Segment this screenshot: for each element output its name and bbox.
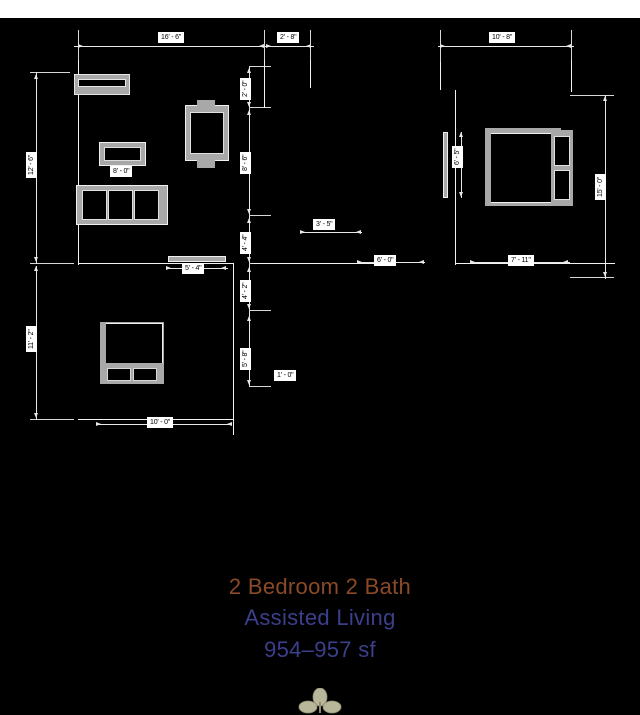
dim-arrow-left-1a [34,74,38,79]
wall-mid-upper-2 [310,60,311,88]
dim-arrow-top-2a [266,44,271,48]
dim-center-v-3: 4' - 4" [240,231,251,254]
dim-arrow-right-a [603,96,607,101]
dim-furniture-table: 8' - 0" [110,166,133,177]
ext-tick-left-1 [30,72,70,73]
ext-tick-top-1 [78,30,79,70]
wall-partition-h-center [252,263,380,264]
ext-tick-left-2 [30,263,74,264]
ext-tick-cv-2 [249,107,271,108]
dim-center-v-1: 2' - 0" [240,77,251,100]
dim-int-h-5: 1' - 0" [274,370,297,381]
ext-tick-right-2 [570,277,614,278]
dim-center-v-4: 4' - 2" [240,279,251,302]
dim-left-upper: 12' - 6" [26,151,37,178]
dim-top-left: 16' - 6" [158,32,185,43]
title-line-3: 954–957 sf [264,637,376,662]
dim-line-center-v [249,66,250,386]
dim-left-lower: 11' - 2" [26,326,37,352]
dim-arrow-door-a [459,132,463,137]
ext-tick-cv-3 [249,215,271,216]
dim-arrow-int-3b [419,260,424,264]
ext-tick-cv-6 [249,386,271,387]
dim-arrow-door-b [459,192,463,197]
leaf-trio-logo [296,687,344,714]
dim-arrow-cv-1b [247,102,251,107]
dim-arrow-left-1b [34,257,38,262]
dim-center-v-2: 8' - 6" [240,151,251,174]
title-line-1: 2 Bedroom 2 Bath [228,574,412,599]
dim-int-h-4: 7' - 11" [508,255,534,266]
dim-int-h-1: 5' - 4" [182,263,205,274]
dim-line-top-1 [74,46,270,47]
dim-arrow-cv-3b [247,257,251,262]
dim-arrow-cv-2a [247,110,251,115]
wall-bedroom-right-left [455,90,456,265]
dim-arrow-cv-3a [247,218,251,223]
dim-int-h-2: 3' - 5" [313,219,336,230]
dim-arrow-int-3a [357,260,362,264]
dim-arrow-bottom-a [96,422,101,426]
dim-arrow-top-1a [78,44,83,48]
dim-arrow-top-3b [566,44,571,48]
dim-top-middle: 2' - 8" [277,32,300,43]
dim-arrow-cv-5b [247,380,251,385]
title-block: 2 Bedroom 2 Bath Assisted Living 954–957… [0,572,640,666]
ext-tick-right-1 [570,95,614,96]
dim-arrow-cv-4b [247,304,251,309]
dim-arrow-cv-5a [247,316,251,321]
dim-line-top-2 [266,46,314,47]
dim-arrow-int-2b [356,230,361,234]
ext-tick-cv-1 [249,66,271,67]
ext-tick-top-2 [264,30,265,72]
wall-partition-h-right [455,263,615,264]
dim-arrow-top-1b [259,44,264,48]
dim-int-h-3: 6' - 0" [374,255,397,266]
wall-partition-h-left [78,263,233,264]
dim-arrow-cv-4a [247,267,251,272]
dim-arrow-top-3a [440,44,445,48]
wall-mid-upper [264,60,265,108]
top-white-band [0,0,640,18]
dim-arrow-left-2b [34,413,38,418]
ext-tick-left-3 [30,419,74,420]
wall-left-exterior [78,60,79,265]
dim-bottom: 10' - 0" [147,417,174,428]
dim-arrow-cv-2b [247,209,251,214]
ext-tick-cv-5 [249,310,271,311]
dim-arrow-cv-1a [247,68,251,73]
dim-arrow-int-4b [563,260,568,264]
dim-right: 15' - 0" [595,173,606,200]
title-line-2: Assisted Living [244,605,396,630]
dim-bedroom-door: 6' - 5" [452,145,463,168]
dim-arrow-left-2a [34,266,38,271]
dim-center-v-5: 5' - 8" [240,347,251,370]
dim-arrow-right-b [603,272,607,277]
ext-tick-top-4 [440,30,441,68]
dim-arrow-int-2a [300,230,305,234]
wall-right-bedroom-left [440,62,441,90]
dim-top-right: 10' - 8" [489,32,516,43]
dim-arrow-int-1b [221,266,226,270]
ext-tick-top-3 [310,30,311,66]
wall-vert-bottom-left [233,263,234,435]
dim-arrow-int-4a [470,260,475,264]
dim-arrow-int-1a [166,266,171,270]
ext-tick-top-5 [571,30,572,68]
dim-arrow-top-2b [306,44,311,48]
dim-arrow-bottom-b [227,422,232,426]
dim-line-top-3 [438,46,574,47]
wall-right-exterior-top [571,60,572,92]
dim-line-int-2 [300,232,362,233]
